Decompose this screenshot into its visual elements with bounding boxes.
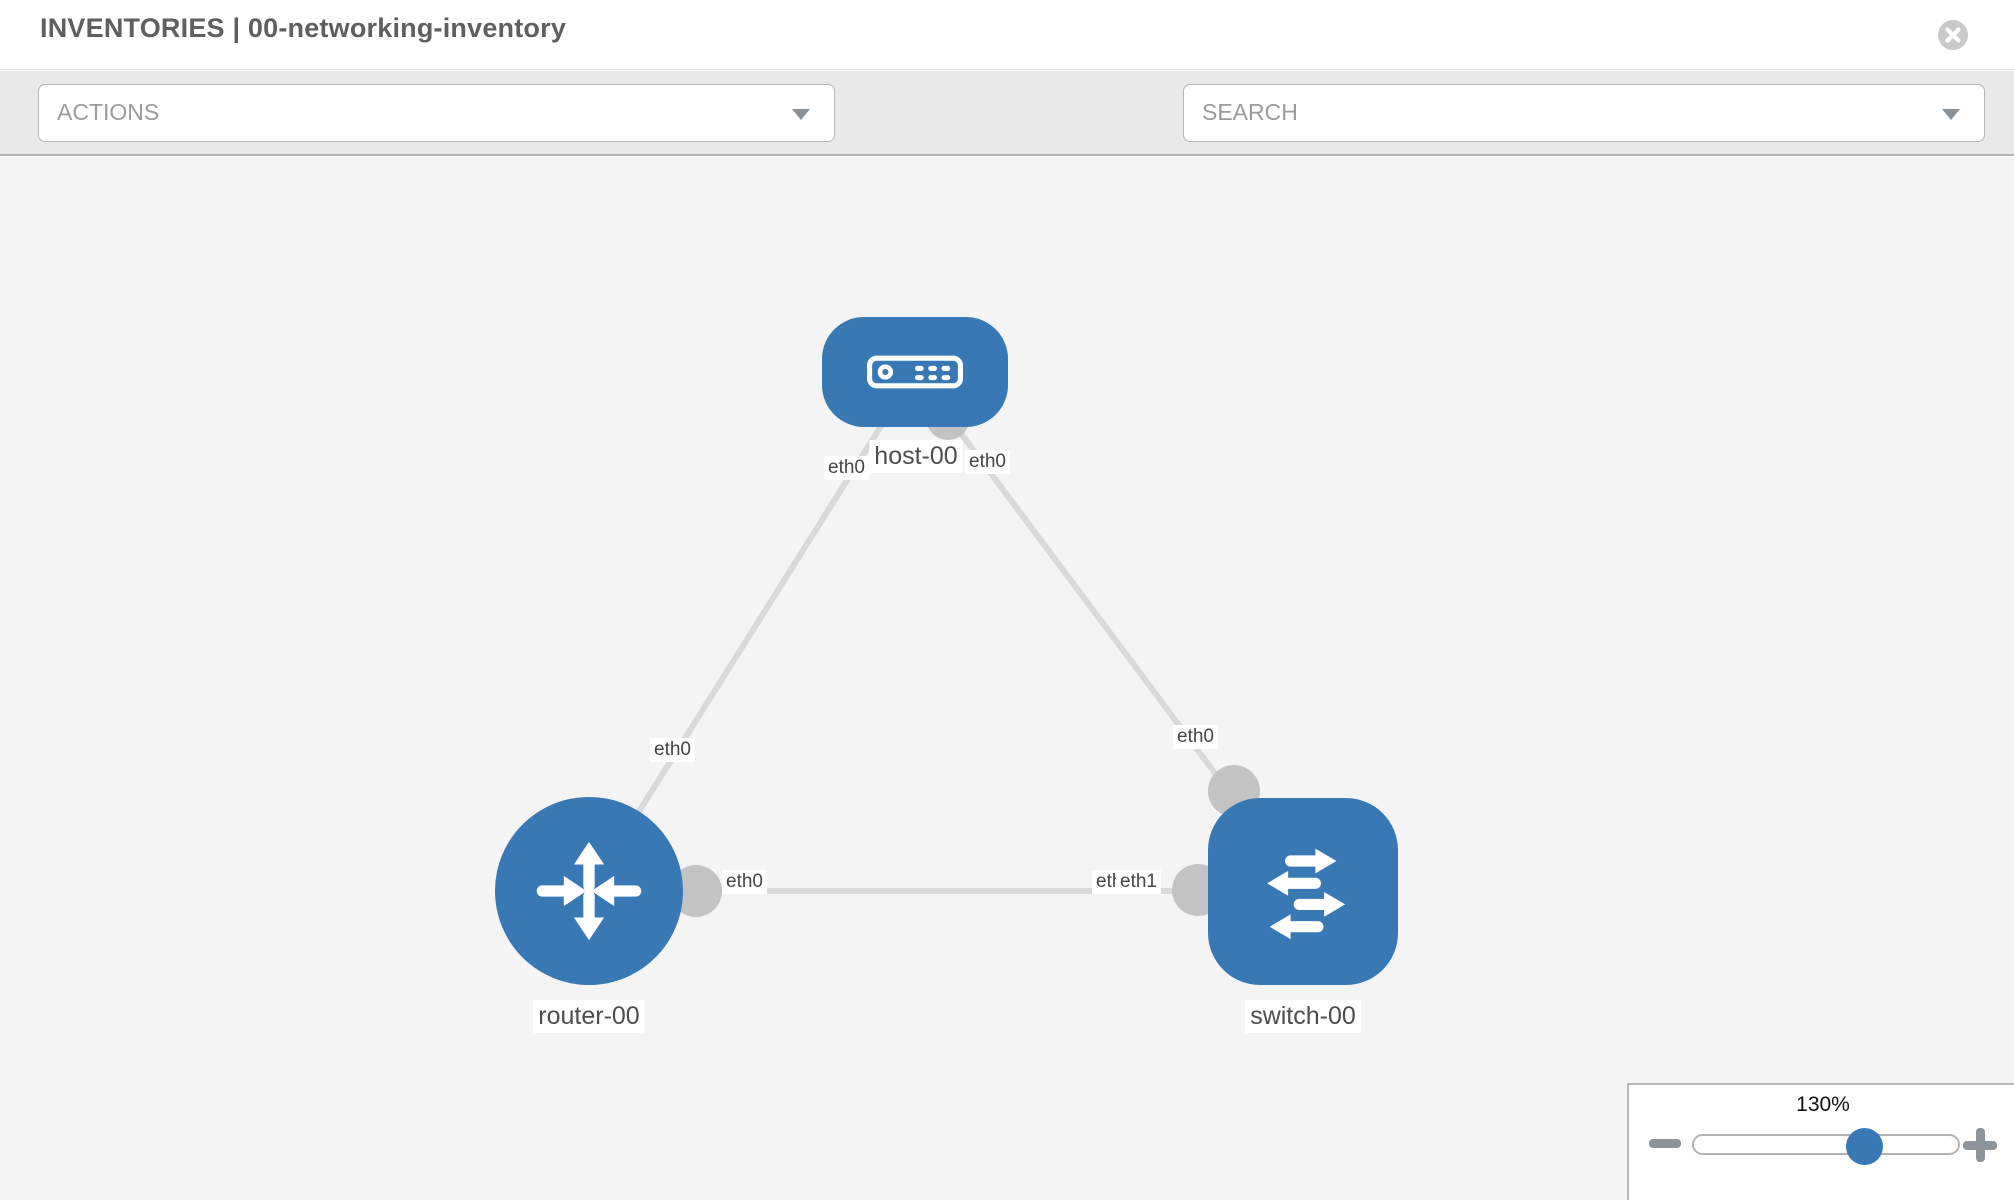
actions-select[interactable]: ACTIONS [38,84,835,142]
toolbar: ACTIONS SEARCH [0,71,2014,202]
search-select-label: SEARCH [1202,99,1298,125]
interface-label: eth0 [650,738,695,762]
node-label-switch: switch-00 [1245,1000,1361,1033]
actions-select-label: ACTIONS [57,99,160,125]
host-icon [867,355,963,389]
zoom-out-button[interactable] [1649,1139,1681,1148]
zoom-in-button[interactable] [1963,1128,1997,1162]
node-label-host: host-00 [869,440,963,473]
interface-label: eth0 [824,456,869,480]
search-select[interactable]: SEARCH [1183,84,1985,142]
interface-label: eth0 [1173,725,1218,749]
zoom-panel: 130% [1627,1083,2014,1200]
interface-label: eth1 [1116,870,1161,894]
x-circle-icon [1938,20,1968,50]
topology-canvas[interactable]: host-00 router-00 switch-00 eth0 eth0 et… [0,157,2014,1200]
router-icon [536,841,642,941]
node-switch-00[interactable] [1208,798,1398,985]
dropdown-caret-icon [1942,109,1960,120]
interface-label: eth0 [965,450,1010,474]
zoom-slider-handle[interactable] [1846,1128,1883,1165]
interface-label: eth0 [722,870,767,894]
link-endpoint-router-right [670,865,722,917]
page-title: INVENTORIES | 00-networking-inventory [40,13,567,43]
links-layer [586,370,1306,917]
node-host-00[interactable] [822,317,1008,427]
node-router-00[interactable] [495,797,683,985]
close-button[interactable] [1937,19,1969,51]
dropdown-caret-icon [792,109,810,120]
zoom-value: 130% [1796,1093,1850,1116]
zoom-slider-track[interactable] [1692,1134,1960,1155]
node-label-router: router-00 [533,1000,645,1033]
switch-icon [1267,848,1346,939]
header-bar: INVENTORIES | 00-networking-inventory [0,0,2014,70]
